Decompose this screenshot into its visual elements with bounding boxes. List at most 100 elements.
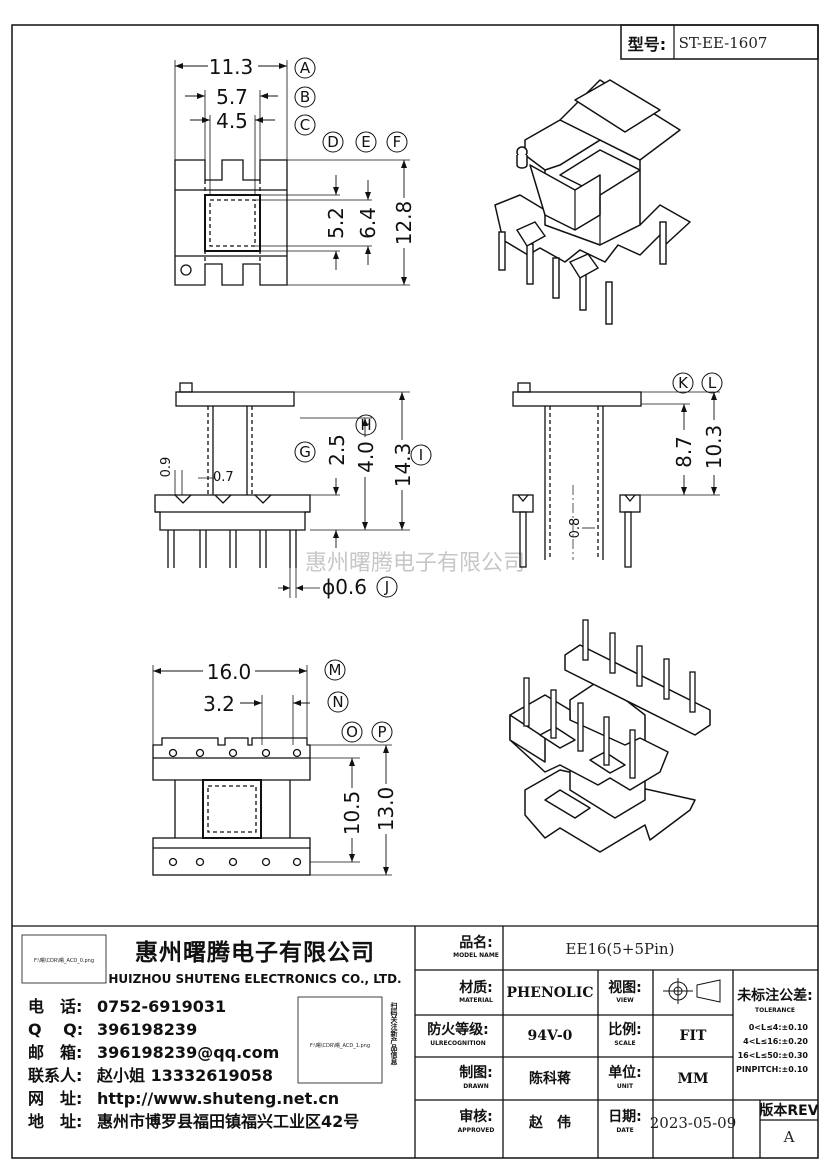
title-block [12,925,818,1158]
view-label: 视图: [608,979,642,996]
contact-qq-label: Q Q: [28,1020,83,1039]
side-view-callouts [294,414,432,598]
drawn-label: 制图: [459,1064,493,1081]
end-view-arrows [681,392,717,495]
flame-rating-label: 防火等级: [427,1021,489,1038]
callout-b: B [300,88,310,106]
contact-phone-value: 0752-6919031 [97,997,226,1016]
model-name-label: 品名: [459,934,493,951]
model-header: 型号: ST-EE-1607 [620,24,819,60]
contact-person-label: 联系人: [28,1066,82,1085]
callout-n: N [332,693,343,711]
tolerance-row-4: PINPITCH:±0.10 [736,1065,808,1074]
contact-qq-value: 396198239 [97,1020,197,1039]
dim-07-text: 0.7 [213,470,234,485]
dim-08-text: 0.8 [568,518,583,539]
callout-m: M [329,661,342,679]
callout-f: F [393,133,402,151]
isometric-view-bottom [509,644,711,853]
date-value: 2023-05-09 [650,1114,736,1132]
bottom-view-arrows [153,668,389,875]
callout-i: I [419,446,423,464]
approved-label: 审核: [459,1108,493,1125]
callout-e: E [361,133,370,151]
scale-label: 比例: [608,1021,642,1038]
tolerance-row-3: 16<L≤50:±0.30 [738,1051,809,1060]
view-sub: VIEW [616,997,634,1004]
unit-value: MM [678,1071,709,1087]
callout-a: A [300,59,311,77]
isometric-top-pins [498,221,667,325]
contact-address-value: 惠州市博罗县福田镇福兴工业区42号 [97,1112,359,1131]
tolerance-sub: TOLERANCE [755,1007,795,1014]
side-view-arrows [283,392,405,591]
callout-p: P [377,723,386,741]
dim-m-text: 16.0 [207,660,252,684]
top-view-arrows [175,63,407,285]
model-value: ST-EE-1607 [679,34,768,52]
unit-label: 单位: [608,1064,642,1081]
tolerance-row-1: 0<L≤4:±0.10 [749,1023,809,1032]
bottom-view-callouts [324,659,393,743]
callout-g: G [299,443,311,461]
dim-p-text: 13.0 [374,787,398,832]
contact-email-label: 邮 箱: [28,1043,82,1062]
drawn-value: 陈科蒋 [529,1070,571,1087]
approved-sub: APPROVED [458,1127,495,1134]
revision-label: 版本REV [759,1102,818,1119]
end-view-callouts [672,372,723,394]
dim-i-text: 14.3 [391,443,415,488]
flame-rating-value: 94V-0 [528,1028,573,1044]
dim-d-text: 5.2 [324,207,348,239]
callout-c: C [300,116,310,134]
dim-g-text: 2.5 [325,434,349,466]
company-name-en: HUIZHOU SHUTENG ELECTRONICS CO., LTD. [108,972,401,986]
revision-value: A [783,1128,795,1146]
top-view-callouts [294,57,408,153]
material-sub: MATERIAL [459,997,493,1004]
contact-phone-label: 电 话: [28,997,82,1016]
contact-address-label: 地 址: [28,1112,82,1131]
company-name-cn: 惠州曙腾电子有限公司 [135,939,375,966]
isometric-view-top [494,79,691,263]
unit-sub: UNIT [617,1083,634,1090]
qr-code-image: F:\曙\CDR\曙_ACD_1.png [310,1043,370,1049]
model-name-sub: MODEL NAME [453,952,499,959]
dim-l-text: 10.3 [702,425,726,470]
dim-a-text: 11.3 [209,55,254,79]
contact-person-value: 赵小姐 13332619058 [96,1066,273,1085]
callout-h: H [360,416,371,434]
contact-web-value: http://www.shuteng.net.cn [97,1089,339,1108]
dim-09-text: 0.9 [159,457,174,478]
dim-k-text: 8.7 [672,436,696,468]
dim-c-text: 4.5 [216,109,248,133]
contact-email-value: 396198239@qq.com [97,1043,279,1062]
watermark: 惠州曙腾电子有限公司 [305,551,525,576]
dim-b-text: 5.7 [216,85,248,109]
logo-image: F:\曙\CDR\曙_ACD_0.png [34,958,94,964]
material-value: PHENOLIC [507,985,594,1001]
callout-k: K [678,374,689,392]
dim-j-text: ϕ0.6 [322,575,367,599]
date-label: 日期: [608,1109,642,1125]
isometric-bottom-pins [523,619,696,779]
model-label: 型号: [628,35,666,54]
callout-o: O [346,723,358,741]
scale-sub: SCALE [614,1040,635,1047]
dim-e-text: 6.4 [356,207,380,239]
dim-h-text: 4.0 [354,441,378,473]
dim-n-text: 3.2 [203,692,235,716]
material-label: 材质: [459,979,493,996]
approved-value: 赵 伟 [528,1114,571,1131]
scale-value: FIT [680,1028,707,1044]
tolerance-title: 未标注公差: [737,987,813,1004]
model-name-value: EE16(5+5Pin) [566,940,675,958]
top-view [174,60,410,286]
tolerance-row-2: 4<L≤16:±0.20 [743,1037,808,1046]
drawn-sub: DRAWN [463,1083,489,1090]
qr-side-text: 扫码关注新产品信息 [390,1001,398,1066]
projection-symbol [663,978,721,1004]
dim-f-text: 12.8 [392,201,416,246]
flame-rating-sub: ULRECOGNITION [430,1040,486,1047]
